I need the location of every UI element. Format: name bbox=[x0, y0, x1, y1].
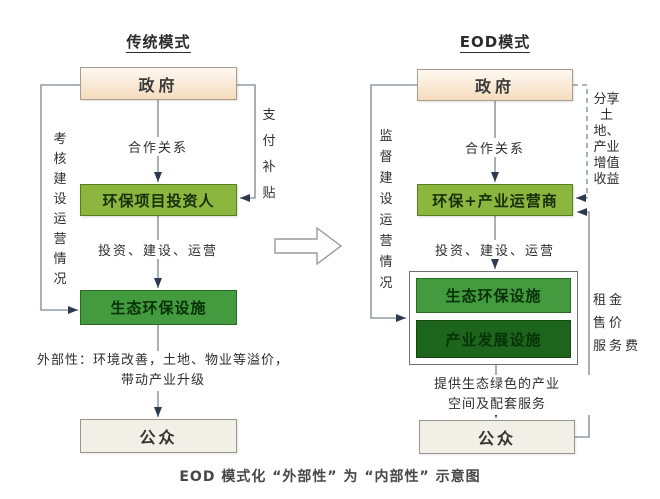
right-operator-box: 环保+产业运营商 bbox=[417, 184, 573, 216]
right-fee-feedback-line bbox=[575, 208, 590, 438]
left-externality-line2: 带动产业升级 bbox=[120, 373, 205, 388]
left-eco-facility-box: 生态环保设施 bbox=[80, 290, 237, 325]
right-supervise-label: 监督建设运营情况 bbox=[379, 129, 393, 291]
right-share-income-label: 分享土地、产业增值收益 bbox=[593, 92, 620, 187]
right-government-box: 政府 bbox=[417, 69, 573, 101]
left-chart-title: 传统模式 bbox=[126, 33, 191, 53]
mode-transform-arrow-icon bbox=[274, 226, 343, 266]
left-externality-label: 外部性：环境改善，土地、物业等溢价， 带动产业升级 bbox=[18, 351, 308, 391]
left-government-box: 政府 bbox=[80, 67, 237, 100]
right-provide-line2: 空间及配套服务 bbox=[447, 397, 546, 412]
left-subsidy-label: 支付补贴 bbox=[262, 108, 276, 201]
right-fee-line-price: 售价 bbox=[593, 316, 626, 331]
right-fee-label: 租金 售价 服务费 bbox=[593, 289, 651, 358]
right-invest-build-operate-label: 投资、建设、运营 bbox=[431, 240, 559, 259]
left-cooperation-label: 合作关系 bbox=[124, 137, 192, 156]
right-industry-facility-box: 产业发展设施 bbox=[416, 320, 571, 358]
left-investor-box: 环保项目投资人 bbox=[80, 184, 237, 216]
right-provide-label: 提供生态绿色的产业 空间及配套服务 bbox=[397, 375, 597, 415]
right-chart-title: EOD模式 bbox=[459, 33, 531, 53]
right-public-box: 公众 bbox=[419, 420, 575, 454]
right-fee-line-service: 服务费 bbox=[593, 339, 642, 354]
left-assess-label: 考核建设运营情况 bbox=[53, 132, 67, 287]
left-subsidy-feedback-line bbox=[237, 84, 256, 202]
left-public-box: 公众 bbox=[80, 419, 237, 453]
right-eco-facility-box: 生态环保设施 bbox=[416, 278, 571, 313]
right-provide-line1: 提供生态绿色的产业 bbox=[433, 377, 560, 392]
left-externality-line1: 外部性：环境改善，土地、物业等溢价， bbox=[36, 353, 289, 368]
left-invest-build-operate-label: 投资、建设、运营 bbox=[94, 240, 222, 259]
right-fee-line-rent: 租金 bbox=[593, 293, 626, 308]
left-assess-feedback-line bbox=[40, 84, 80, 314]
right-cooperation-label: 合作关系 bbox=[461, 138, 529, 157]
right-supervise-feedback-line bbox=[370, 84, 417, 322]
diagram-caption: EOD 模式化 “外部性” 为 “内部性” 示意图 bbox=[179, 469, 481, 485]
